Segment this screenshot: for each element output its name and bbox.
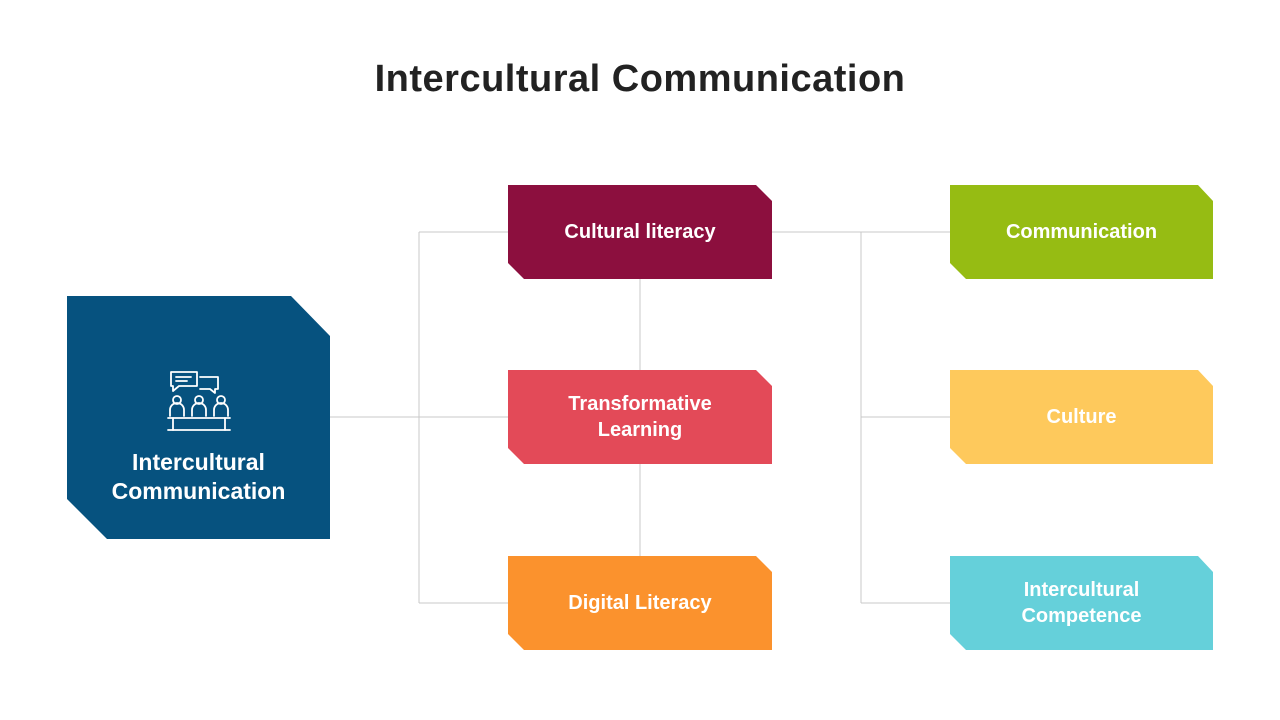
box-label: Digital Literacy xyxy=(568,592,712,614)
box-intercultural-competence: Intercultural Competence xyxy=(950,556,1213,650)
box-label: Culture xyxy=(1046,406,1117,428)
main-node-label: Intercultural Communication xyxy=(111,448,286,504)
box-cultural-literacy: Cultural literacy xyxy=(508,185,772,279)
group-discussion-icon xyxy=(166,370,231,431)
main-node: Intercultural Communication xyxy=(67,296,330,539)
page-title: Intercultural Communication xyxy=(374,58,906,100)
box-culture: Culture xyxy=(950,370,1213,464)
box-communication: Communication xyxy=(950,185,1213,279)
box-label: Intercultural Competence xyxy=(1021,579,1142,627)
box-digital-literacy: Digital Literacy xyxy=(508,556,772,650)
box-transformative-learning: Transformative Learning xyxy=(508,370,772,464)
box-label: Transformative Learning xyxy=(568,393,712,441)
box-label: Communication xyxy=(1005,221,1158,243)
box-label: Cultural literacy xyxy=(564,221,716,243)
